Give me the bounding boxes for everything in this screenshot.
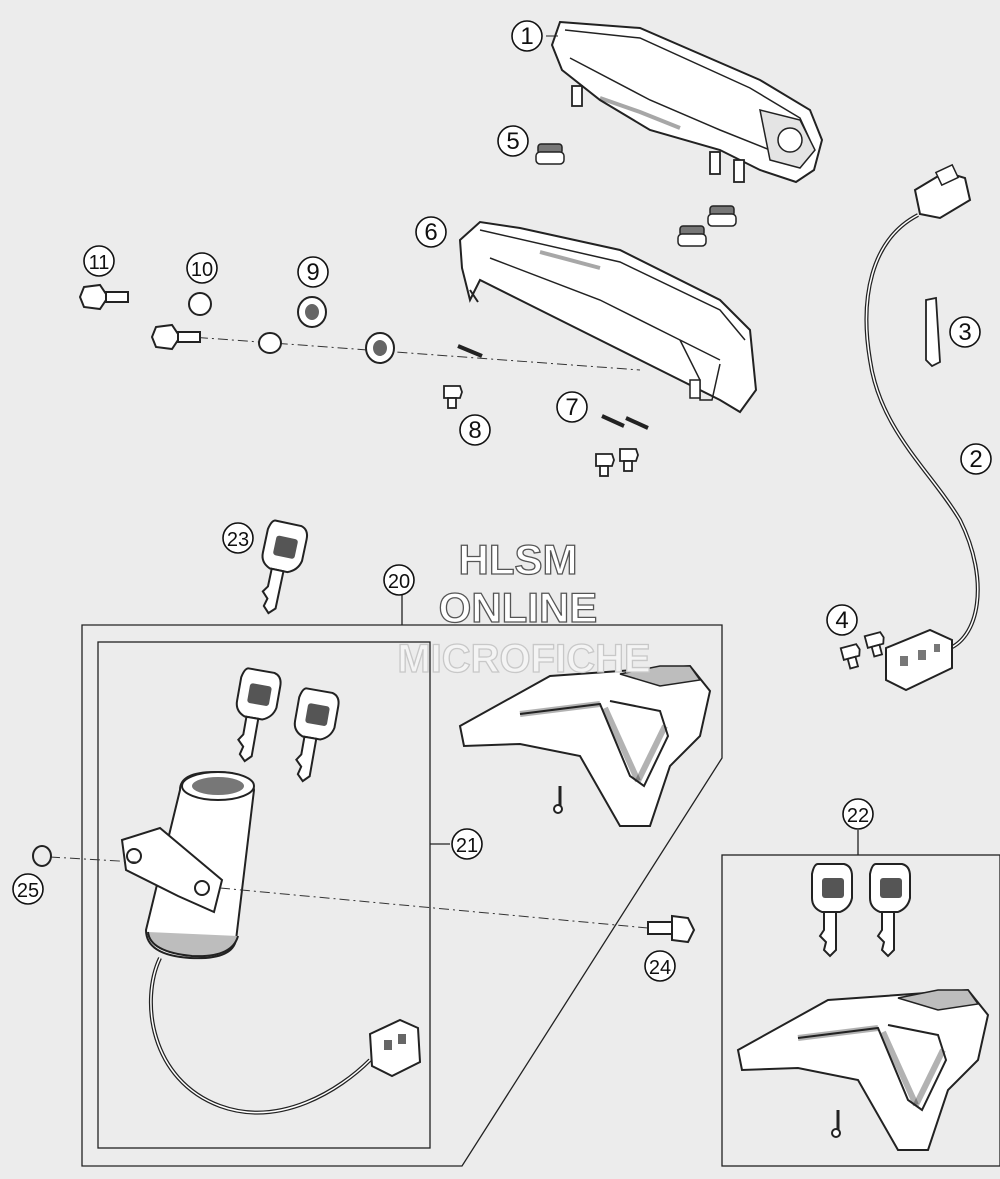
callout-21-label: 21 [456,835,478,857]
headlight-mask-kit [460,666,710,826]
mask-key-kit-box [721,830,1000,1167]
instrument-cluster [550,20,824,184]
callout-25-label: 25 [17,880,39,902]
callout-5: 5 [497,125,529,157]
callout-25: 25 [12,873,44,905]
callout-9-label: 9 [306,259,319,286]
callout-4: 4 [826,604,858,636]
callout-11-label: 11 [89,252,110,274]
callout-22: 22 [842,798,874,830]
callout-1: 1 [511,20,558,52]
ignition-kit-box [81,594,723,1167]
callout-5-label: 5 [506,128,519,155]
o-ring [32,845,52,867]
callout-20: 20 [383,564,415,596]
callout-2-label: 2 [969,446,982,473]
callout-23-label: 23 [227,529,249,551]
callout-24: 24 [644,950,676,982]
callout-20-label: 20 [388,571,410,593]
callout-24-label: 24 [649,957,671,979]
callout-3-label: 3 [958,319,971,346]
watermark: HLSM ONLINE MICROFICHE [397,535,652,681]
callout-10: 10 [186,252,218,284]
sensor-screws [839,630,889,671]
callout-6: 6 [415,216,447,248]
callout-11: 11 [83,245,115,277]
watermark-line-2: ONLINE [439,584,598,631]
ignition-keys [225,666,342,786]
watermark-line-1: HLSM [459,536,578,583]
cable-tie [925,296,941,368]
callout-8: 8 [459,414,491,446]
spare-key [249,518,311,619]
cluster-housing [458,220,758,414]
callout-3: 3 [949,316,981,348]
callout-7-label: 7 [565,394,578,421]
ignition-lock [120,770,422,1115]
callout-22-label: 22 [847,805,869,827]
watermark-line-3: MICROFICHE [397,637,650,681]
mounting-hardware [78,283,649,477]
ignition-lock-box [97,641,450,1149]
callout-21: 21 [451,828,483,860]
callout-6-label: 6 [424,219,437,246]
callout-9: 9 [297,256,329,288]
callout-23: 23 [222,522,254,554]
rubber-grommets [535,143,737,247]
callout-2: 2 [960,443,992,475]
callout-4-label: 4 [835,607,848,634]
callout-10-label: 10 [191,259,213,281]
callout-7: 7 [556,391,588,423]
lock-bolt [647,914,696,944]
callout-8-label: 8 [468,417,481,444]
wiring-cable [864,163,980,692]
callout-1-label: 1 [520,23,533,50]
